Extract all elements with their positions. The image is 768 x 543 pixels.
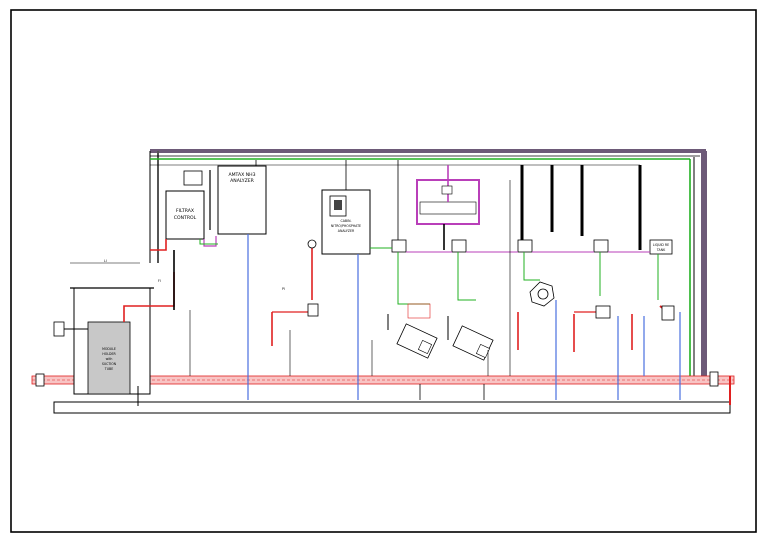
filtrax-control: FILTRAX CONTROL	[150, 170, 218, 310]
filtrax-line1: FILTRAX	[176, 208, 194, 214]
module-holder-line5: TUBE	[104, 367, 113, 371]
tag-b: FI	[158, 279, 161, 283]
base-skid	[53, 401, 731, 414]
module-holder-tank: MODULE HOLDER with SUCTION TUBE	[53, 262, 175, 395]
module-holder-line3: with	[106, 357, 113, 361]
module-holder-line2: HOLDER	[102, 352, 116, 356]
pump-sensor	[529, 281, 555, 307]
leg-lines	[137, 310, 489, 406]
tag-c: PI	[282, 287, 285, 291]
module-holder-line1: MODULE	[102, 347, 116, 351]
module-holder-line4: SUCTION	[102, 362, 117, 366]
amtax-analyzer: AMTAX NH3 ANALYZER	[209, 165, 267, 400]
analyzer-line1: AMTAX NH3	[228, 172, 255, 178]
probe-columns	[255, 160, 642, 250]
main-frame	[149, 149, 707, 384]
green-lines	[370, 247, 659, 305]
filtrax-line2: CONTROL	[174, 215, 197, 221]
tilted-sensors	[387, 303, 494, 361]
buffer-tank-label: LIQUID RE	[653, 243, 669, 247]
cabinet-line2: NITRO/PHOSPHATE	[331, 224, 361, 228]
tag-a: LI	[104, 259, 107, 263]
drawing-border	[10, 9, 757, 533]
cabinet-analyzer: CABIN. NITRO/PHOSPHATE ANALYZER	[271, 189, 371, 400]
instrument-boxes: LIQUID RE TANK	[391, 239, 673, 255]
magenta-manifold	[416, 165, 480, 250]
analyzer-line2: ANALYZER	[230, 178, 255, 184]
buffer-tank-sub: TANK	[656, 248, 666, 252]
cabinet-line1: CABIN.	[341, 219, 352, 223]
cabinet-line3: ANALYZER	[338, 229, 355, 233]
blue-return-lines	[509, 180, 681, 400]
red-branch-drops	[517, 305, 675, 352]
